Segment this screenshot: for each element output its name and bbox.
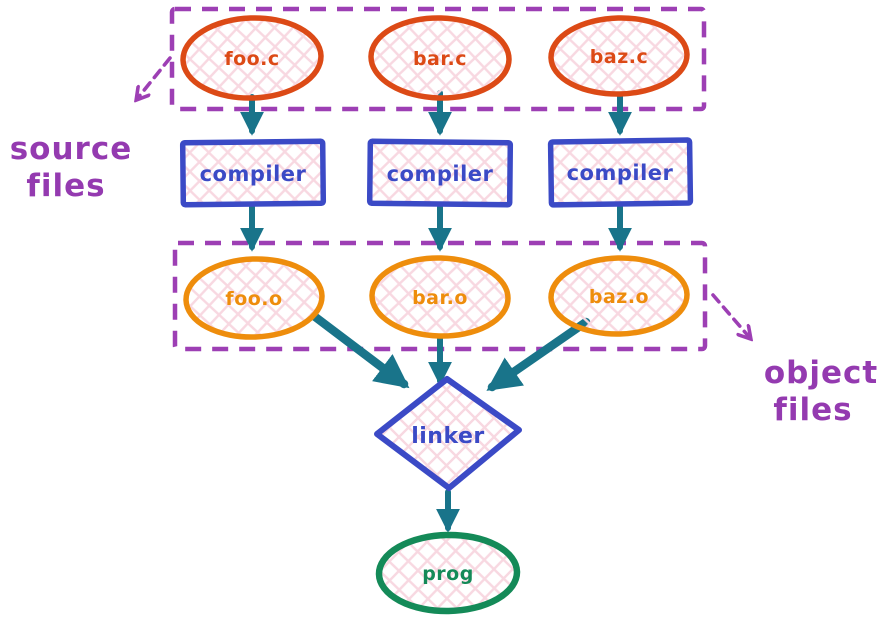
node-source-baz-c: baz.c bbox=[548, 15, 690, 97]
object-files-label-line1: object bbox=[764, 355, 878, 391]
node-label: compiler bbox=[387, 162, 494, 186]
node-prog: prog bbox=[375, 531, 521, 615]
object-files-pointer-arrow bbox=[711, 293, 750, 338]
node-object-bar-o: bar.o bbox=[369, 255, 511, 339]
node-compiler-3: compiler bbox=[547, 137, 694, 208]
node-source-bar-c: bar.c bbox=[368, 15, 512, 101]
node-compiler-1: compiler bbox=[179, 138, 327, 208]
object-ellipse bbox=[369, 255, 511, 339]
node-label: baz.c bbox=[590, 46, 648, 68]
node-label: prog bbox=[422, 563, 474, 585]
object-files-label-line2: files bbox=[773, 392, 852, 428]
node-label: foo.c bbox=[224, 48, 279, 70]
source-files-label-line1: source bbox=[10, 131, 133, 167]
node-label: compiler bbox=[200, 162, 307, 186]
source-ellipse bbox=[368, 15, 512, 101]
arrow-foo-o-to-linker bbox=[309, 311, 410, 389]
compiler-rect bbox=[366, 138, 514, 208]
node-label: baz.o bbox=[589, 286, 649, 308]
node-label: foo.o bbox=[225, 288, 282, 310]
node-label: linker bbox=[411, 424, 485, 449]
source-files-label-line2: files bbox=[26, 168, 105, 204]
source-files-pointer-arrow bbox=[137, 56, 172, 99]
source-ellipse bbox=[180, 15, 324, 101]
compiler-rect bbox=[179, 138, 327, 208]
node-object-baz-o: baz.o bbox=[548, 255, 690, 337]
node-label: compiler bbox=[567, 161, 674, 185]
node-object-foo-o: foo.o bbox=[183, 256, 325, 340]
node-source-foo-c: foo.c bbox=[180, 15, 324, 101]
node-linker: linker bbox=[374, 376, 522, 491]
node-label: bar.c bbox=[413, 48, 467, 70]
object-ellipse bbox=[183, 256, 325, 340]
source-ellipse bbox=[548, 15, 690, 97]
arrow-baz-o-to-linker bbox=[486, 317, 591, 392]
prog-ellipse bbox=[375, 531, 521, 615]
node-label: bar.o bbox=[412, 287, 468, 309]
node-compiler-2: compiler bbox=[366, 138, 514, 208]
compiler-rect bbox=[547, 137, 694, 208]
object-ellipse bbox=[548, 255, 690, 337]
linker-diamond bbox=[374, 376, 522, 491]
